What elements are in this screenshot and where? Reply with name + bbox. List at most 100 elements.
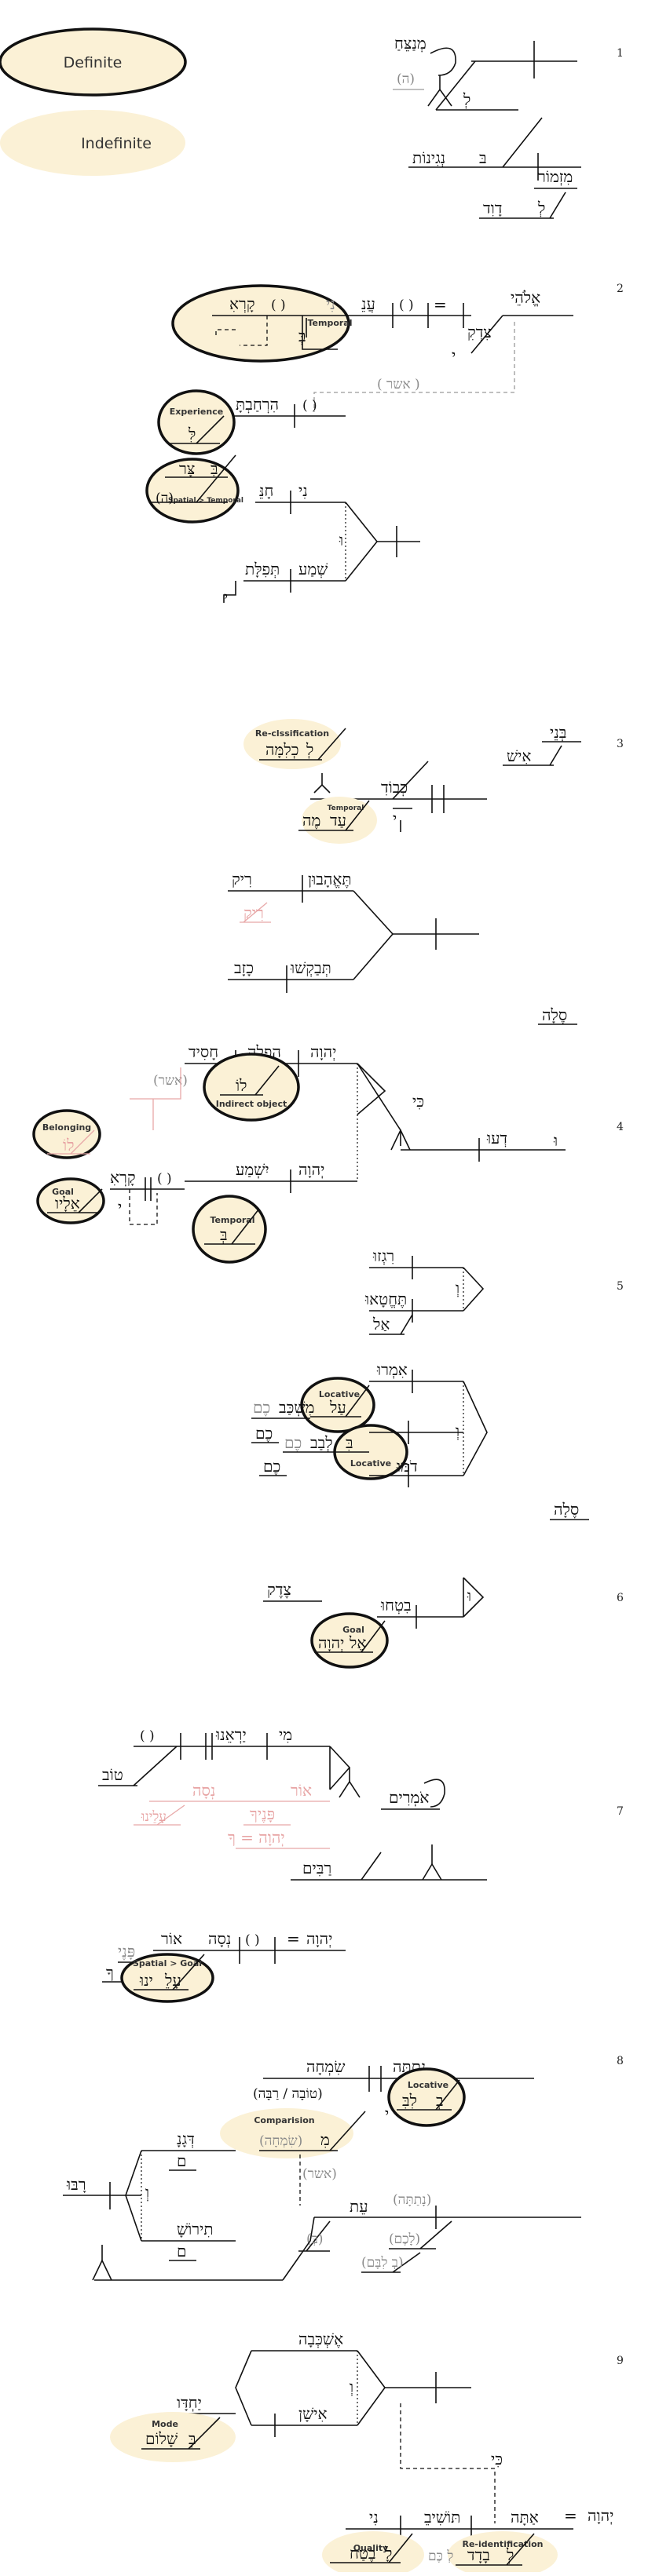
verse-number: 4 bbox=[617, 1121, 624, 1133]
v6-bitchu: בִטְחוּ bbox=[380, 1596, 412, 1615]
v8-mem2: ם bbox=[177, 2242, 186, 2260]
v3-tevaqshu: תְּבַקְשׁוּ bbox=[290, 958, 331, 977]
verse-number: 7 bbox=[617, 1805, 624, 1818]
v5-locative2-label: Locative bbox=[350, 1458, 391, 1469]
v9-mode-ellipse bbox=[110, 2412, 236, 2462]
v4-el: אֵלָיו bbox=[55, 1194, 80, 1213]
v5-domu: דֹמּוּ bbox=[396, 1457, 418, 1476]
v3-kevod: כְבוֹדִ bbox=[381, 778, 408, 797]
v2-asher: ( אשר ) bbox=[377, 377, 420, 392]
v7b-paren: ( ) bbox=[245, 1932, 260, 1948]
v7-or: אוֹר bbox=[291, 1781, 312, 1800]
v7b-paneikha: פָּנֶי bbox=[118, 1942, 135, 1961]
v2-paren: ( ) bbox=[399, 297, 414, 313]
v9-reid-ellipse bbox=[448, 2531, 558, 2576]
v8-dagan: דְּגָנָ bbox=[177, 2129, 195, 2148]
v2-experience-label: Experience bbox=[170, 407, 223, 417]
v2-spatial-ellipse bbox=[145, 458, 240, 524]
v4-yod: י bbox=[118, 1198, 122, 1217]
v9-le2: לָ bbox=[384, 2544, 392, 2563]
v5-al2: עַל bbox=[329, 1398, 346, 1417]
v6-adonai: יְהוָה bbox=[318, 1633, 344, 1652]
v8-tova: (טוֹבָה / רַבָּה) bbox=[253, 2086, 323, 2102]
v2-shema: שְׁמַע bbox=[298, 560, 328, 578]
v2-vav: וּ bbox=[339, 531, 343, 549]
v4-paren: ( ) bbox=[157, 1171, 172, 1187]
v3-kelima: כְלִמָּה bbox=[265, 740, 299, 759]
v9-shalom: שָׁלוֹם bbox=[145, 2429, 178, 2448]
v7-nesa: נְסָה bbox=[192, 1781, 215, 1800]
v2-qara: קָרְאִ bbox=[229, 294, 255, 313]
v7-mi: מִי bbox=[279, 1725, 292, 1744]
v6-el: אֶל bbox=[349, 1633, 366, 1652]
verse-1-diagram: מְנַצֵּחַ (ה) לְ בּ נְגִינוֹת מִזְמוֹר ל… bbox=[393, 34, 581, 219]
v7b-adonai: יְהוָה bbox=[306, 1929, 332, 1948]
v4-temporal-label: Temporal bbox=[210, 1215, 254, 1225]
v2-he: (ה) bbox=[156, 491, 174, 506]
v9-quality-ellipse bbox=[322, 2531, 424, 2576]
v3-reclass-label: Re-clssification bbox=[255, 728, 329, 739]
v1-le2: לְ bbox=[537, 199, 545, 217]
v8-be: בְ bbox=[436, 2091, 444, 2110]
v3-le: לְ bbox=[306, 740, 313, 759]
v8-vav: וְ bbox=[145, 2183, 149, 2202]
v4-belonging-outline bbox=[32, 1109, 101, 1159]
v1-neginot: נְגִינוֹת bbox=[412, 148, 445, 167]
v4-be: בְּ bbox=[220, 1225, 228, 1244]
v9-quality-label: Quality bbox=[353, 2543, 389, 2553]
v2-yod: י bbox=[224, 588, 228, 607]
v7-yarenu: יַרְאֵנוּ bbox=[215, 1725, 247, 1744]
v3-teehavun: תֶּאֱהָבוּן bbox=[308, 870, 352, 888]
v8-lakhem: (לָכֶם) bbox=[389, 2231, 420, 2247]
v9-toshiv: תּוֹשִׁיבֵ bbox=[424, 2508, 460, 2527]
v5-imru: אִמְרוּ bbox=[376, 1360, 408, 1379]
v3-ma: מֶה bbox=[302, 811, 320, 830]
v4-yishma: יִשְׁמַע bbox=[236, 1160, 269, 1179]
legend-definite-label: Definite bbox=[64, 54, 123, 71]
v4-vav: וּ bbox=[553, 1131, 558, 1150]
v4-lo2: לוֹ bbox=[63, 1136, 74, 1155]
v5-locative-label: Locative bbox=[319, 1389, 360, 1399]
v5-levav: לְבַב bbox=[310, 1433, 333, 1452]
v8-locative-ellipse bbox=[387, 2067, 466, 2127]
v8-simcha: שִׂמְחָה bbox=[306, 2057, 345, 2076]
v4-goal-label: Goal bbox=[52, 1187, 74, 1197]
legend: Definite Indefinite bbox=[0, 27, 187, 176]
v2-li: לִּ bbox=[188, 425, 196, 443]
v5-vav2: וְ bbox=[456, 1421, 459, 1440]
v8-simcha-p: (שִׂמְחָה) bbox=[259, 2133, 302, 2149]
v7-tov: טוֹב bbox=[102, 1765, 123, 1784]
legend-indefinite-label: Indefinite bbox=[81, 135, 152, 152]
verse-number: 3 bbox=[617, 738, 624, 750]
v4-adonai: יְהוָה bbox=[310, 1042, 336, 1061]
verse-number: 8 bbox=[617, 2055, 624, 2067]
v3-reclass-ellipse bbox=[243, 719, 341, 769]
v2-paren: ( ) bbox=[302, 398, 317, 414]
legend-indefinite-swatch bbox=[0, 110, 185, 176]
v9-ata: אַתָּה bbox=[511, 2508, 539, 2527]
v8-libi: לִבִּ bbox=[402, 2091, 417, 2110]
v3-temporal-ellipse bbox=[302, 797, 377, 844]
v4-indirect-ellipse bbox=[203, 1053, 300, 1122]
v4-goal-ellipse bbox=[36, 1177, 105, 1224]
v2-be2: בְּ bbox=[211, 459, 218, 478]
v4-qora: קָרְאִ bbox=[110, 1168, 136, 1187]
v5-bi: בִּ bbox=[346, 1433, 353, 1452]
verse-3-diagram: בְּנֵי אִישׁ Re-clssification לְ כְלִמָּ… bbox=[228, 719, 581, 1025]
v9-ki: כִּי bbox=[491, 2450, 503, 2468]
v9-mode-label: Mode bbox=[152, 2419, 178, 2429]
verse-number: 1 bbox=[617, 47, 624, 60]
v5-khem3: כֶם bbox=[284, 1433, 302, 1452]
verse-6-diagram: צֶדֶק בִטְחוּ וּ Goal אֶל יְהוָה bbox=[263, 1577, 485, 1669]
v8-comparison-label: Comparision bbox=[254, 2115, 314, 2125]
v6-vav: וּ bbox=[467, 1586, 471, 1605]
v8-et: עֵת bbox=[350, 2197, 368, 2216]
verse-number: 2 bbox=[617, 283, 624, 295]
v9-yachdav: יַחְדָּו bbox=[177, 2393, 202, 2412]
v1-le: לְ bbox=[463, 90, 470, 109]
v9-ishan: אִישָׁן bbox=[298, 2404, 328, 2423]
v8-be3: (בְ לִבָּם) bbox=[361, 2255, 404, 2271]
v4-chasid: חָסִיד bbox=[189, 1042, 218, 1061]
v3-kazav: כָזָב bbox=[234, 958, 254, 977]
